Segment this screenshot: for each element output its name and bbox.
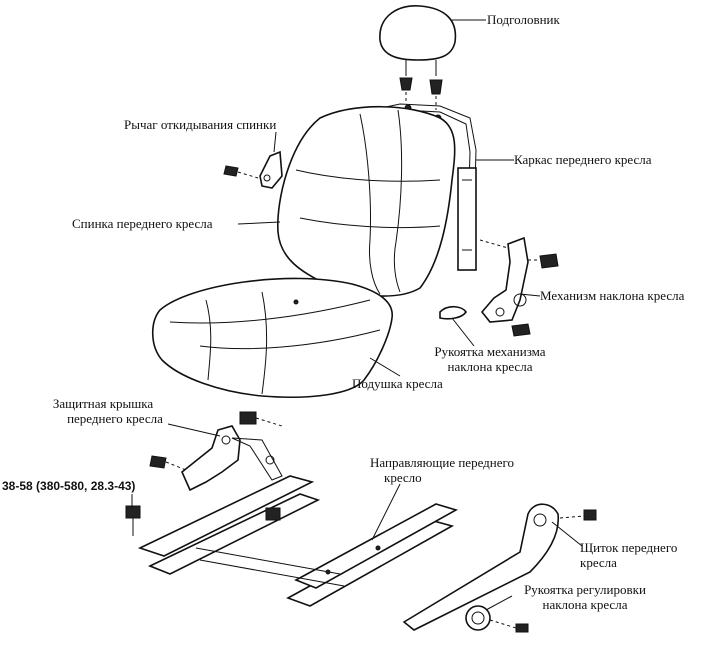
label-torque: 38-58 (380-580, 28.3-43) (2, 479, 136, 493)
label-rails-line2: кресло (384, 470, 422, 485)
label-cushion: Подушка кресла (352, 376, 443, 391)
label-headrest: Подголовник (487, 12, 560, 27)
label-backrest-lever: Рычаг откидывания спинки (124, 117, 277, 132)
label-cover: Защитная крышка переднего кресла (34, 396, 172, 426)
recline-handle-part (439, 305, 467, 320)
label-frame: Каркас переднего кресла (514, 152, 652, 167)
backrest-lever-part (223, 150, 283, 189)
seat-rails-part (125, 437, 459, 607)
backrest-part (277, 105, 456, 297)
seat-cushion-part (151, 277, 393, 399)
label-shield-line1: Щиток переднего (580, 540, 678, 555)
label-cover-line1: Защитная крышка (52, 396, 154, 411)
headrest-part (379, 5, 457, 110)
adjust-knob-part (465, 605, 529, 633)
leader-lines (131, 19, 583, 611)
label-cover-line2: переднего кресла (67, 411, 163, 426)
protective-cover-part (149, 411, 283, 492)
recline-mechanism-part (479, 236, 559, 337)
label-rails: Направляющие переднего кресло (370, 455, 514, 485)
label-recline-mechanism: Механизм наклона кресла (540, 288, 685, 303)
label-recline-handle-line2: наклона кресла (447, 359, 533, 374)
label-shield-line2: кресла (580, 555, 617, 570)
label-adjust-knob-line2: наклона кресла (542, 597, 628, 612)
label-backrest: Спинка переднего кресла (72, 216, 213, 231)
label-adjust-knob-line1: Рукоятка регулировки (524, 582, 646, 597)
label-rails-line1: Направляющие переднего (370, 455, 515, 470)
label-adjust-knob: Рукоятка регулировки наклона кресла (510, 582, 660, 612)
label-recline-handle-line1: Рукоятка механизма (434, 344, 546, 359)
label-recline-handle: Рукоятка механизма наклона кресла (420, 344, 560, 374)
label-shield: Щиток переднего кресла (580, 540, 677, 570)
front-shield-part (402, 503, 597, 631)
